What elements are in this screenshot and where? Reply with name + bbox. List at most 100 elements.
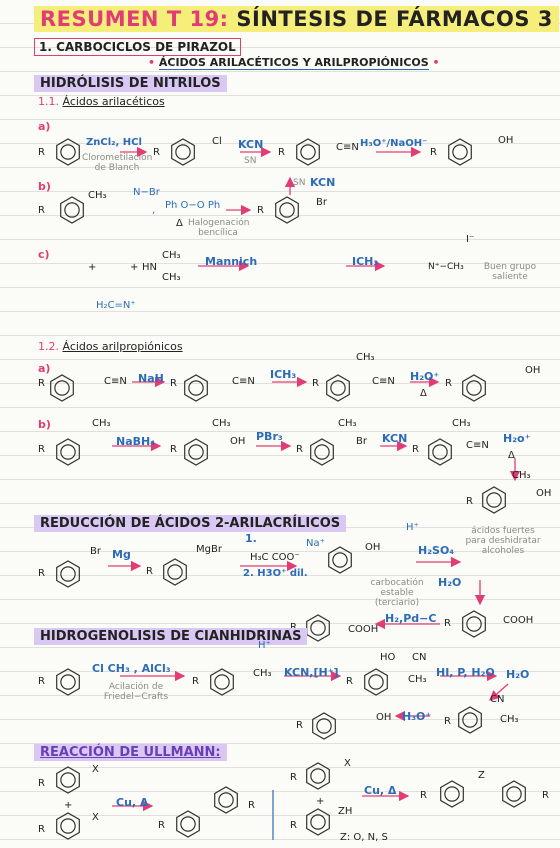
reagent-cu: Cu, Δ [364, 784, 397, 797]
reagent-h2o: H₂O⁺ [410, 370, 440, 383]
reagent-mg: Mg [112, 548, 131, 561]
r-group: R [170, 444, 177, 455]
aromatic-circle [214, 674, 230, 690]
benzene-ring [328, 546, 352, 574]
aromatic-circle [444, 786, 460, 802]
plus-sign: + [130, 262, 139, 273]
r-group: R [430, 147, 437, 158]
ch3: CH₃ [162, 250, 181, 261]
trimethylammonium: N⁺−CH₃ [428, 262, 464, 272]
reagent-kcn: KCN [238, 138, 264, 151]
reagent-ich3: ICH₃ [270, 368, 297, 381]
aromatic-circle [316, 718, 332, 734]
aromatic-circle [314, 444, 330, 460]
reagent-pbr3: PBr₃ [256, 430, 283, 443]
r-group: R [38, 444, 45, 455]
aromatic-circle [60, 818, 76, 834]
plus-sign: + [64, 800, 73, 811]
benzene-ring [428, 438, 452, 466]
benzene-ring [56, 138, 80, 166]
r-group: R [146, 566, 153, 577]
benzene-ring [56, 766, 80, 794]
group-cl: Cl [212, 136, 222, 147]
reagent-h2o: H₂o⁺ [503, 432, 531, 445]
group-oh: OH [498, 135, 514, 146]
topic-heading: • ÁCIDOS ARILACÉTICOS Y ARILPROPIÓNICOS … [148, 56, 440, 70]
reagent-kcn-h: KCN,[H⁺] [284, 666, 339, 679]
benzene-ring [462, 610, 486, 638]
delta: Δ [508, 450, 515, 461]
title-part-2: SÍNTESIS DE FÁRMACOS 3 [236, 7, 553, 31]
ch3: CH₃ [408, 674, 427, 685]
ch3: CH₃ [338, 418, 357, 429]
halogen-x: X [344, 758, 351, 769]
group-cn: C≡N [336, 142, 359, 153]
page-title: RESUMEN T 19: SÍNTESIS DE FÁRMACOS 3 [34, 6, 559, 32]
aromatic-circle [462, 712, 478, 728]
aromatic-circle [466, 380, 482, 396]
aromatic-circle [60, 566, 76, 582]
r-group: R [445, 378, 452, 389]
note-carbocation: carbocatión estable (terciario) [370, 578, 424, 608]
label-a: a) [38, 120, 51, 133]
reagent-nabh4: NaBH₄ [116, 435, 156, 448]
note-leaving-group: Buen grupo saliente [483, 262, 537, 282]
step-2: 2. H3O⁺ dil. [243, 568, 308, 579]
heading-hidrolisis: HIDRÓLISIS DE NITRILOS [34, 75, 227, 92]
aromatic-circle [310, 620, 326, 636]
aromatic-circle [175, 144, 191, 160]
group-zh: ZH [338, 806, 353, 817]
halogen-x: X [92, 812, 99, 823]
r-group: R [412, 444, 419, 455]
aromatic-circle [332, 552, 348, 568]
heading-reduccion: REDUCCIÓN DE ÁCIDOS 2-ARILACRÍLICOS [34, 515, 347, 532]
reagent-nbs: N−Br [133, 187, 160, 198]
reagent-cu: Cu, Δ [116, 796, 149, 809]
benzene-ring [326, 374, 350, 402]
ch3: CH₃ [500, 714, 519, 725]
note-sn-up: SN [293, 178, 306, 188]
label-b: b) [38, 180, 51, 193]
reagent-nah: NaH [138, 372, 164, 385]
benzene-ring [482, 486, 506, 514]
amine-hn: HN [142, 262, 157, 273]
note-strong-acids: ácidos fuertes para deshidratar alcohole… [465, 526, 541, 556]
subheading-arilaceticos: 1.1. Ácidos arilacéticos [38, 95, 165, 108]
r-group: R [192, 676, 199, 687]
r-group: R [257, 205, 264, 216]
z-legend: Z: O, N, S [340, 832, 388, 843]
halogen-x: X [92, 764, 99, 775]
reagent-hydrolysis: H₃O⁺/NaOH⁻ [360, 138, 428, 149]
r-group: R [420, 790, 427, 801]
benzene-ring [214, 786, 238, 814]
reagent-peroxide: Ph O−O Ph [165, 200, 221, 211]
r-group: R [38, 378, 45, 389]
aromatic-circle [60, 444, 76, 460]
sodium: Na⁺ [306, 538, 325, 549]
group-br: Br [356, 436, 367, 447]
r-group: R [444, 618, 451, 629]
aromatic-circle [167, 564, 183, 580]
benzene-ring [296, 138, 320, 166]
group-br: Br [90, 546, 101, 557]
subheading-arilpropionicos: 1.2. Ácidos arilpropiónicos [38, 340, 183, 353]
r-group: R [248, 800, 255, 811]
r-group: R [38, 824, 45, 835]
r-group: R [290, 820, 297, 831]
water: H₂O [438, 576, 462, 589]
plus-sign: + [88, 262, 97, 273]
group-cn: C≡N [372, 376, 395, 387]
r-group: R [466, 496, 473, 507]
r-group: R [38, 568, 45, 579]
group-ch3: CH₃ [88, 190, 107, 201]
r-group: R [290, 622, 297, 633]
benzene-ring [502, 780, 526, 808]
aromatic-circle [188, 380, 204, 396]
note-clorometilacion: Clorometilación de Blanch [82, 153, 153, 173]
r-group: R [278, 147, 285, 158]
reagent-kcn: KCN [382, 432, 408, 445]
heteroatom-z: Z [478, 770, 485, 781]
benzene-ring [163, 558, 187, 586]
group-cooh: COOH [503, 615, 534, 626]
